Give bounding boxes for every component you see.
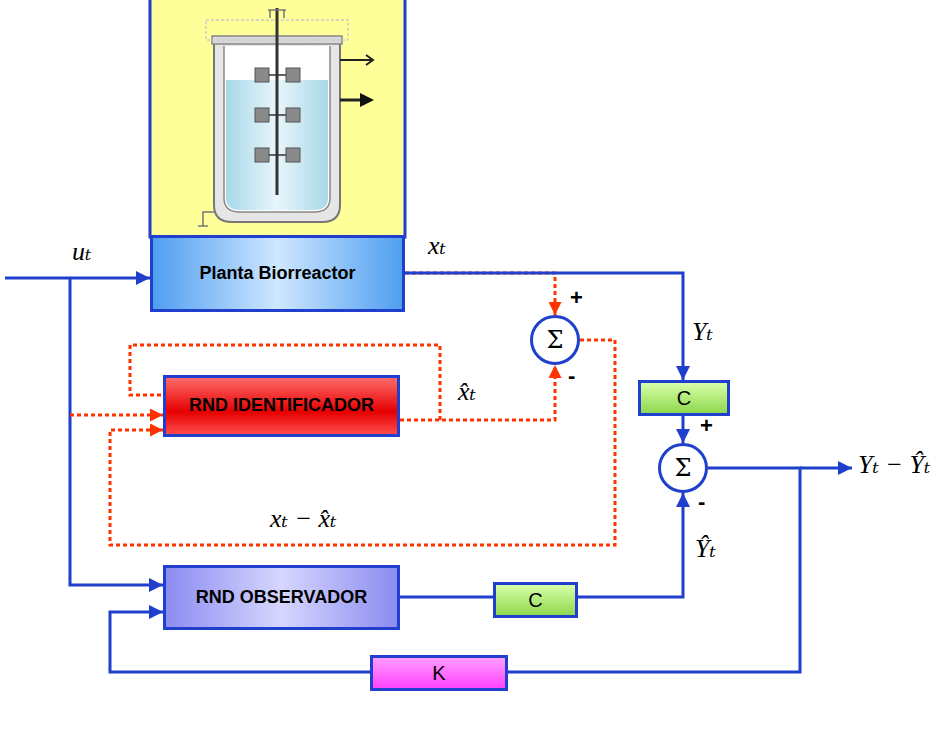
dotted-signal-line	[400, 365, 555, 420]
signal-name: xₜ	[428, 232, 446, 261]
sign-symbol: -	[568, 364, 575, 388]
output-matrix-box: C	[493, 582, 578, 618]
signal-name: Yₜ − Ŷₜ	[858, 451, 930, 480]
signal-line	[405, 273, 683, 380]
signal-name: x̂ₜ	[458, 378, 476, 407]
illustration-panel	[150, 0, 405, 237]
signal-line	[578, 493, 683, 597]
summing-junction: Σ	[658, 443, 708, 493]
sign-symbol: +	[570, 286, 583, 310]
input-wires	[5, 278, 852, 585]
gain-box: K	[370, 655, 508, 691]
sign-symbol: -	[698, 490, 705, 514]
plant-box: Planta Biorreactor	[150, 235, 405, 312]
signal-line	[400, 596, 493, 599]
node-text: K	[432, 661, 445, 685]
dotted-signal-line	[405, 273, 555, 315]
reactor-vessel	[198, 8, 374, 226]
signal-name: uₜ	[72, 238, 91, 267]
dotted-signal-line	[110, 340, 615, 545]
identifier-box: RND IDENTIFICADOR	[163, 375, 400, 437]
node-text: RND OBSERVADOR	[196, 587, 367, 609]
node-text: C	[677, 386, 691, 410]
node-text: RND IDENTIFICADOR	[189, 395, 374, 417]
node-text: Σ	[547, 326, 564, 355]
signal-name: Yₜ	[692, 318, 713, 347]
signal-name: xₜ − x̂ₜ	[270, 505, 336, 534]
sign-symbol: +	[700, 414, 713, 438]
summing-junction: Σ	[530, 315, 580, 365]
signal-line	[508, 468, 800, 672]
observer-box: RND OBSERVADOR	[163, 565, 400, 630]
signal-name: Ŷₜ	[695, 535, 716, 564]
output-matrix-box: C	[638, 380, 730, 416]
signal-line	[682, 416, 685, 443]
node-text: C	[528, 588, 542, 612]
node-text: Σ	[675, 454, 692, 483]
node-text: Planta Biorreactor	[199, 263, 355, 285]
